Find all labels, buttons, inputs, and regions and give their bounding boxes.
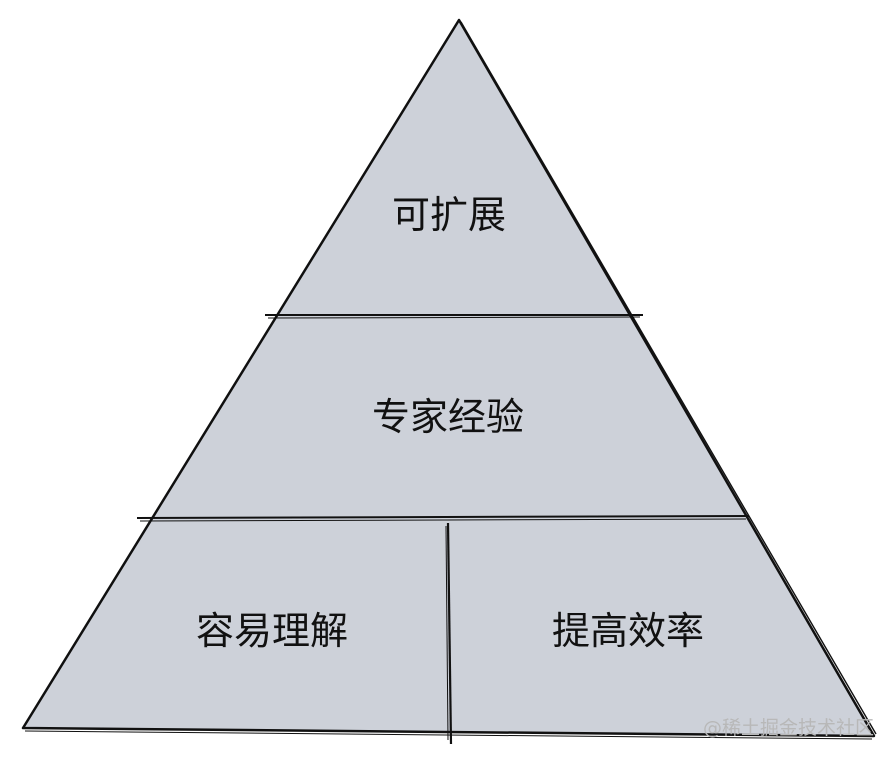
divider-top-middle-sketch bbox=[267, 316, 641, 319]
pyramid-right-edge-sketch bbox=[460, 21, 877, 735]
divider-middle-bottom-sketch bbox=[139, 518, 747, 522]
pyramid-left-edge-sketch bbox=[24, 22, 458, 726]
level-label-top: 可扩展 bbox=[392, 193, 506, 237]
watermark-text: @稀土掘金技术社区 bbox=[703, 717, 874, 739]
divider-bottom-vertical-sketch bbox=[445, 525, 449, 741]
divider-bottom-vertical bbox=[446, 522, 453, 745]
level-label-middle: 专家经验 bbox=[372, 395, 524, 439]
divider-middle-bottom bbox=[136, 515, 750, 519]
level-label-bottom-right: 提高效率 bbox=[552, 609, 704, 653]
level-label-bottom-left: 容易理解 bbox=[196, 609, 348, 653]
pyramid-base-edge-sketch bbox=[24, 730, 873, 740]
